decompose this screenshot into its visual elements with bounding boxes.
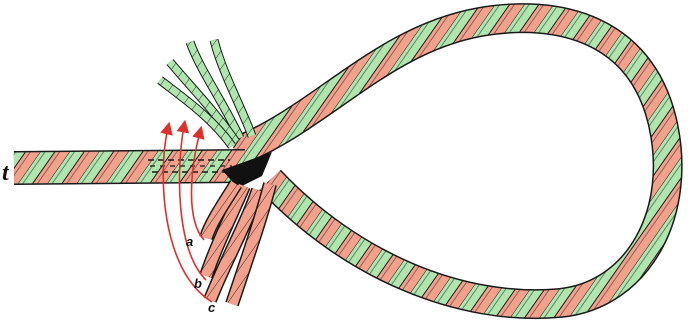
strand-a-label: a: [186, 234, 193, 249]
rope-eye-loop: [235, 18, 668, 304]
unlaid-strands-lower: [206, 184, 270, 304]
tuck-arrow-b: [179, 126, 206, 280]
strand-b-label: b: [194, 276, 202, 291]
tuck-arrow-a: [192, 132, 205, 240]
rope-end-label: t: [2, 160, 10, 186]
strand-c-label: c: [208, 300, 216, 315]
rope-standing-part: [14, 160, 245, 172]
unlaid-strands-upper: [160, 40, 252, 146]
